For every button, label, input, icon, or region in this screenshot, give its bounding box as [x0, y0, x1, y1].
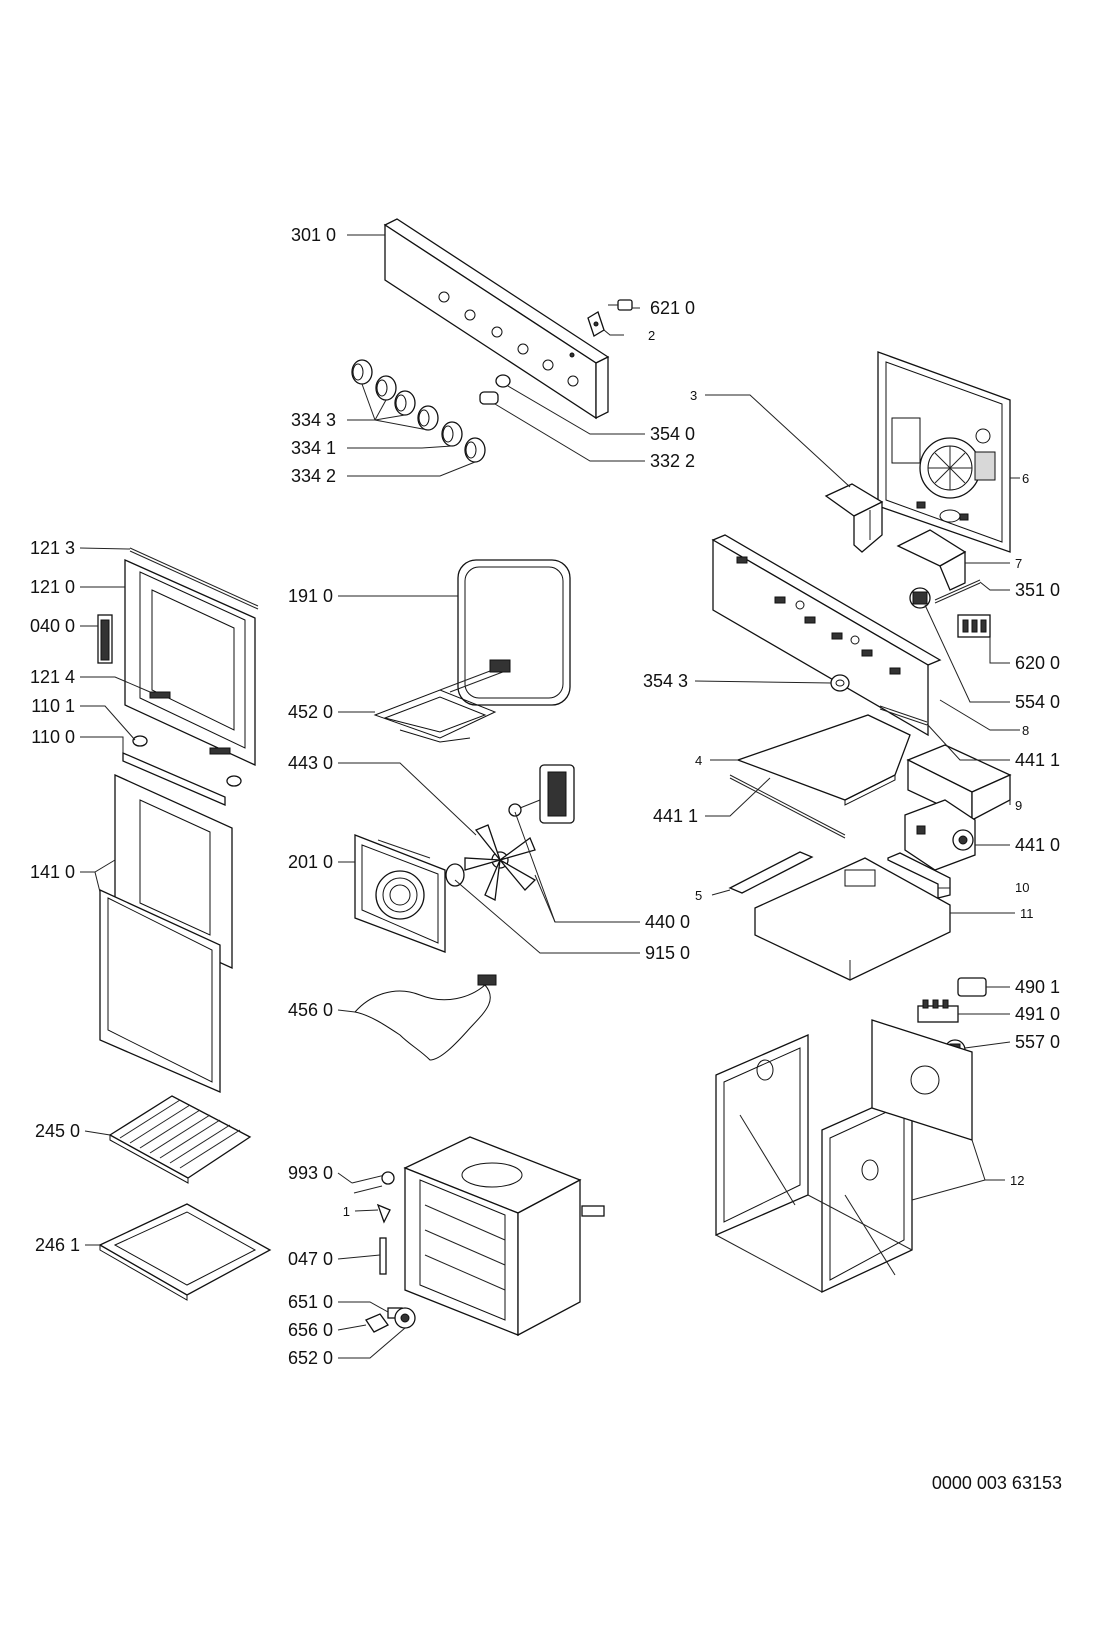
label-047-0: 047 0 — [288, 1249, 333, 1269]
label-11: 11 — [1020, 906, 1034, 921]
part-cooling-cover — [896, 529, 967, 591]
label-354-0: 354 0 — [650, 424, 695, 444]
label-554-0: 554 0 — [1015, 692, 1060, 712]
label-915-0: 915 0 — [645, 943, 690, 963]
label-443-0: 443 0 — [288, 753, 333, 773]
part-fan-cover — [354, 834, 446, 953]
label-334-1: 334 1 — [291, 438, 336, 458]
part-rear-panel — [877, 351, 1011, 553]
label-201-0: 201 0 — [288, 852, 333, 872]
part-fan-motor — [508, 764, 575, 824]
label-141-0: 141 0 — [30, 862, 75, 882]
label-8: 8 — [1022, 723, 1029, 738]
label-490-1: 490 1 — [1015, 977, 1060, 997]
label-7: 7 — [1015, 556, 1022, 571]
part-grill-element — [373, 659, 511, 743]
label-245-0: 245 0 — [35, 1121, 80, 1141]
part-wire-shelf — [108, 1095, 252, 1184]
label-656-0: 656 0 — [288, 1320, 333, 1340]
part-control-panel — [383, 218, 610, 420]
document-reference-number: 0000 003 63153 — [932, 1473, 1062, 1493]
label-993-0: 993 0 — [288, 1163, 333, 1183]
part-lamp-holder — [830, 674, 850, 692]
part-knobs — [351, 359, 486, 463]
label-441-1-top: 441 1 — [1015, 750, 1060, 770]
callout-labels: 301 0 621 0 2 334 3 334 1 334 2 354 0 33… — [30, 225, 1060, 1368]
leader-lines — [79, 234, 1020, 1359]
label-5: 5 — [695, 888, 702, 903]
part-oven-cavity — [403, 1136, 605, 1337]
label-246-1: 246 1 — [35, 1235, 80, 1255]
label-557-0: 557 0 — [1015, 1032, 1060, 1052]
part-door-gasket — [457, 559, 571, 706]
label-621-0: 621 0 — [650, 298, 695, 318]
part-guide-rail-top — [879, 705, 928, 726]
label-2: 2 — [648, 328, 655, 343]
part-thermostat-group — [909, 579, 991, 638]
part-door-handle — [122, 735, 242, 806]
part-bottom-plate — [728, 851, 951, 981]
label-652-0: 652 0 — [288, 1348, 333, 1368]
label-441-0: 441 0 — [1015, 835, 1060, 855]
part-inner-door — [124, 547, 259, 767]
label-334-3: 334 3 — [291, 410, 336, 430]
label-301-0: 301 0 — [291, 225, 336, 245]
label-354-3: 354 3 — [643, 671, 688, 691]
label-110-1: 110 1 — [31, 696, 75, 716]
label-1: 1 — [343, 1204, 350, 1219]
label-351-0: 351 0 — [1015, 580, 1060, 600]
part-hinge — [97, 614, 113, 664]
part-door-switch — [587, 299, 633, 337]
label-334-2: 334 2 — [291, 466, 336, 486]
label-121-3: 121 3 — [30, 538, 75, 558]
label-121-4: 121 4 — [30, 667, 75, 687]
part-door-glass — [99, 773, 233, 1093]
label-452-0: 452 0 — [288, 702, 333, 722]
part-lamp-and-shaft — [479, 374, 511, 405]
part-top-plate — [736, 714, 911, 806]
label-332-2: 332 2 — [650, 451, 695, 471]
label-040-0: 040 0 — [30, 616, 75, 636]
label-121-0: 121 0 — [30, 577, 75, 597]
part-baking-tray — [98, 1203, 272, 1301]
label-4: 4 — [695, 753, 702, 768]
label-110-0: 110 0 — [31, 727, 75, 747]
part-outer-casing — [715, 1019, 973, 1294]
label-440-0: 440 0 — [645, 912, 690, 932]
part-guide-rail — [729, 774, 846, 839]
label-491-0: 491 0 — [1015, 1004, 1060, 1024]
label-9: 9 — [1015, 798, 1022, 813]
part-cooling-fan-housing — [887, 744, 1012, 899]
label-620-0: 620 0 — [1015, 653, 1060, 673]
label-441-1-lower: 441 1 — [653, 806, 698, 826]
label-10: 10 — [1015, 880, 1029, 895]
part-bottom-element — [354, 974, 497, 1061]
label-3: 3 — [690, 388, 697, 403]
label-6: 6 — [1022, 471, 1029, 486]
part-cover-plate — [824, 483, 884, 553]
label-651-0: 651 0 — [288, 1292, 333, 1312]
part-front-frame — [711, 534, 942, 737]
label-191-0: 191 0 — [288, 586, 333, 606]
part-screws — [351, 1171, 395, 1275]
part-fan-blade — [445, 824, 537, 901]
part-lamp-assembly — [365, 1307, 416, 1333]
label-12: 12 — [1010, 1173, 1024, 1188]
label-456-0: 456 0 — [288, 1000, 333, 1020]
